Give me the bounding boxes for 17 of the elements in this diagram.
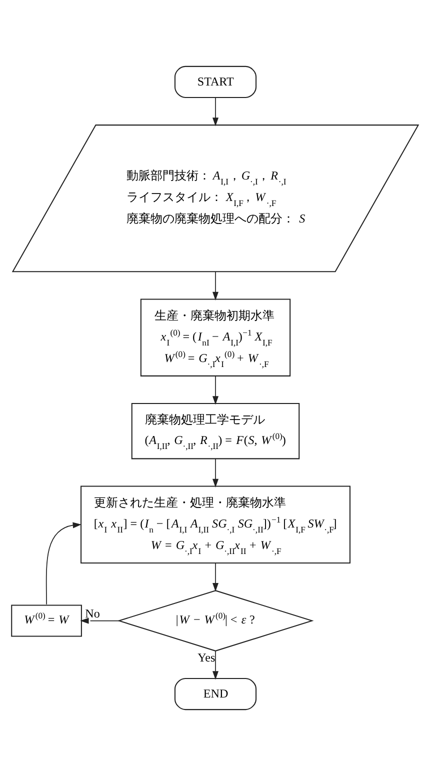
node-box: 廃棄物処理工学モデル (A$_{I,II}$, G$_{·,II}$, R$_{·,II}$) = F(S, W$^{(0)}$) <box>131 403 300 460</box>
arrow <box>212 97 219 126</box>
node-box: W$^{(0)}$ = W <box>11 604 82 637</box>
node-diamond: |W − W$^{(0)}$| < ε ? <box>117 590 314 652</box>
edge-label: Yes <box>198 650 216 664</box>
arrow <box>212 562 219 592</box>
arrow <box>212 650 219 680</box>
edge-label: No <box>85 606 100 620</box>
arrow <box>46 522 82 605</box>
arrow <box>212 376 219 405</box>
node-box: START <box>174 66 257 98</box>
arrow <box>80 618 120 624</box>
arrow <box>212 458 219 488</box>
node-box: 更新された生産・処理・廃棄物水準 [x$_{I}$ x$_{II}$] = (I$_{n}$ − [A$_{I,I}$ A$_{I,II}$ SG$_{·,I}$ SG$_{·,II}$])$^{−1}$ [X$_{I,F}$ SW$_{·,F}$] W = G$_{·,I}$x$_{I}$ + G$_{·,II}$x$_{II}$ + W$_{·,F}$ <box>80 486 350 564</box>
node-box: 生産・廃棄物初期水準 x$_{I}$$^{(0)}$ = (I$_{nI}$ − A$_{I,I}$)$^{−1}$ X$_{I,F}$ W$^{(0)}$ = G$_{·,I}$x$_{I}$$^{(0)}$ + W$_{·,F}$ <box>140 298 291 376</box>
node-box: END <box>174 678 257 710</box>
arrow <box>212 272 219 300</box>
